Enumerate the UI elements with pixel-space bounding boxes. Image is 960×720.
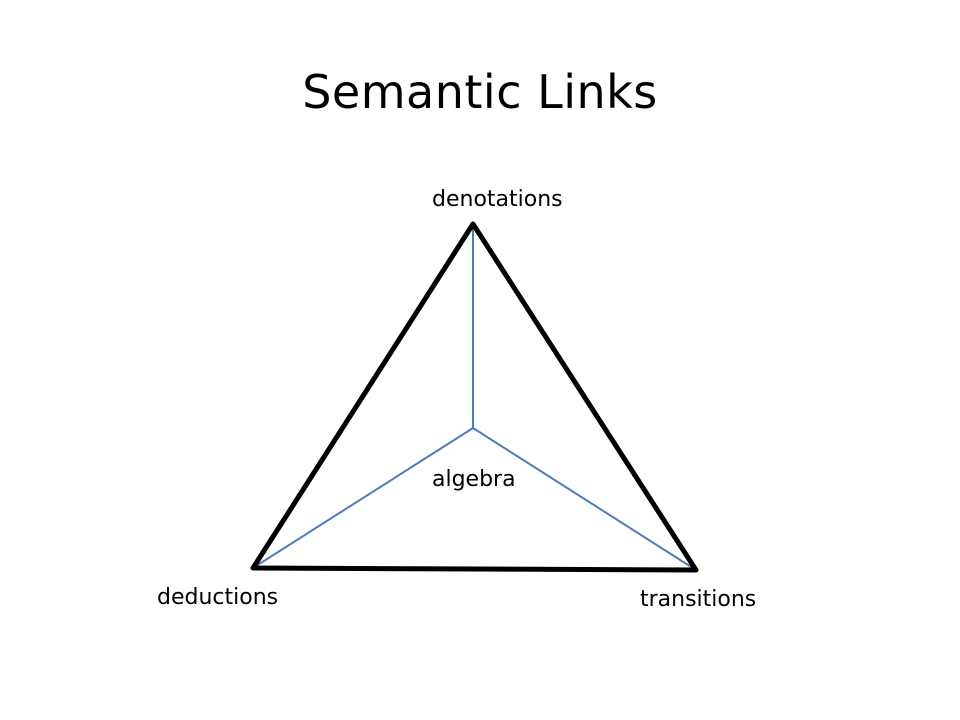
slide-title: Semantic Links bbox=[302, 65, 658, 119]
spoke-to-transitions bbox=[472, 427, 697, 571]
node-label-transitions: transitions bbox=[640, 587, 757, 612]
spoke-to-deductions bbox=[252, 427, 474, 569]
node-label-algebra: algebra bbox=[432, 467, 516, 492]
outer-triangle bbox=[250, 221, 699, 573]
node-label-denotations: denotations bbox=[432, 187, 563, 212]
node-label-deductions: deductions bbox=[157, 585, 279, 610]
